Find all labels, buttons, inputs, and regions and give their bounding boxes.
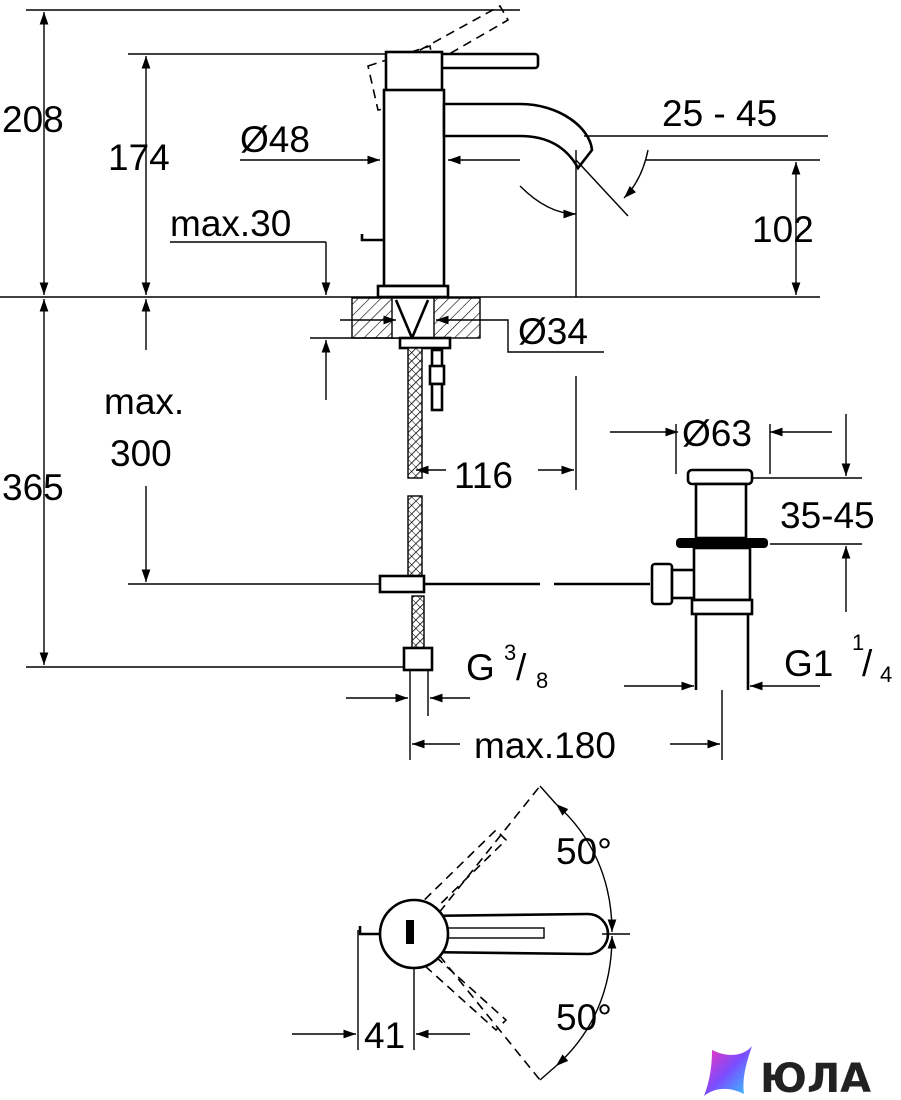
label-max30: max.30 bbox=[170, 203, 291, 244]
label-174: 174 bbox=[108, 137, 170, 178]
dim-angle-arc-1 bbox=[519, 185, 577, 219]
label-g1-den: 4 bbox=[880, 662, 892, 687]
countertop-section bbox=[351, 297, 481, 350]
label-365: 365 bbox=[2, 467, 64, 508]
logo-mark-icon bbox=[704, 1046, 752, 1096]
label-48: Ø48 bbox=[240, 119, 310, 160]
label-25-45: 25 - 45 bbox=[662, 93, 777, 134]
label-max: max. bbox=[104, 381, 184, 422]
label-g1: G1 bbox=[784, 643, 833, 684]
label-g-num: 3 bbox=[504, 640, 516, 665]
drain-assembly bbox=[676, 468, 768, 690]
label-g: G bbox=[466, 647, 495, 688]
logo-text: ЮЛА bbox=[760, 1056, 871, 1100]
label-35-45: 35-45 bbox=[780, 495, 875, 536]
label-angle-top: 50° bbox=[556, 831, 612, 872]
dim-angle-arc-2 bbox=[623, 149, 649, 199]
label-300: 300 bbox=[110, 433, 172, 474]
label-116: 116 bbox=[454, 455, 513, 496]
label-g1-num: 1 bbox=[852, 630, 864, 655]
label-34: Ø34 bbox=[518, 311, 588, 352]
svg-text:/: / bbox=[516, 647, 527, 688]
svg-text:/: / bbox=[862, 643, 873, 684]
popup-rod bbox=[378, 562, 698, 606]
yula-logo: ЮЛА bbox=[704, 1046, 871, 1100]
label-angle-bottom: 50° bbox=[556, 997, 612, 1038]
label-max180: max.180 bbox=[474, 725, 616, 766]
label-41: 41 bbox=[364, 1015, 405, 1056]
label-g-den: 8 bbox=[536, 668, 548, 693]
label-63: Ø63 bbox=[682, 413, 752, 454]
supply-hoses bbox=[407, 347, 446, 649]
label-208: 208 bbox=[2, 99, 64, 140]
label-102: 102 bbox=[752, 209, 814, 250]
faucet-body bbox=[360, 4, 594, 299]
